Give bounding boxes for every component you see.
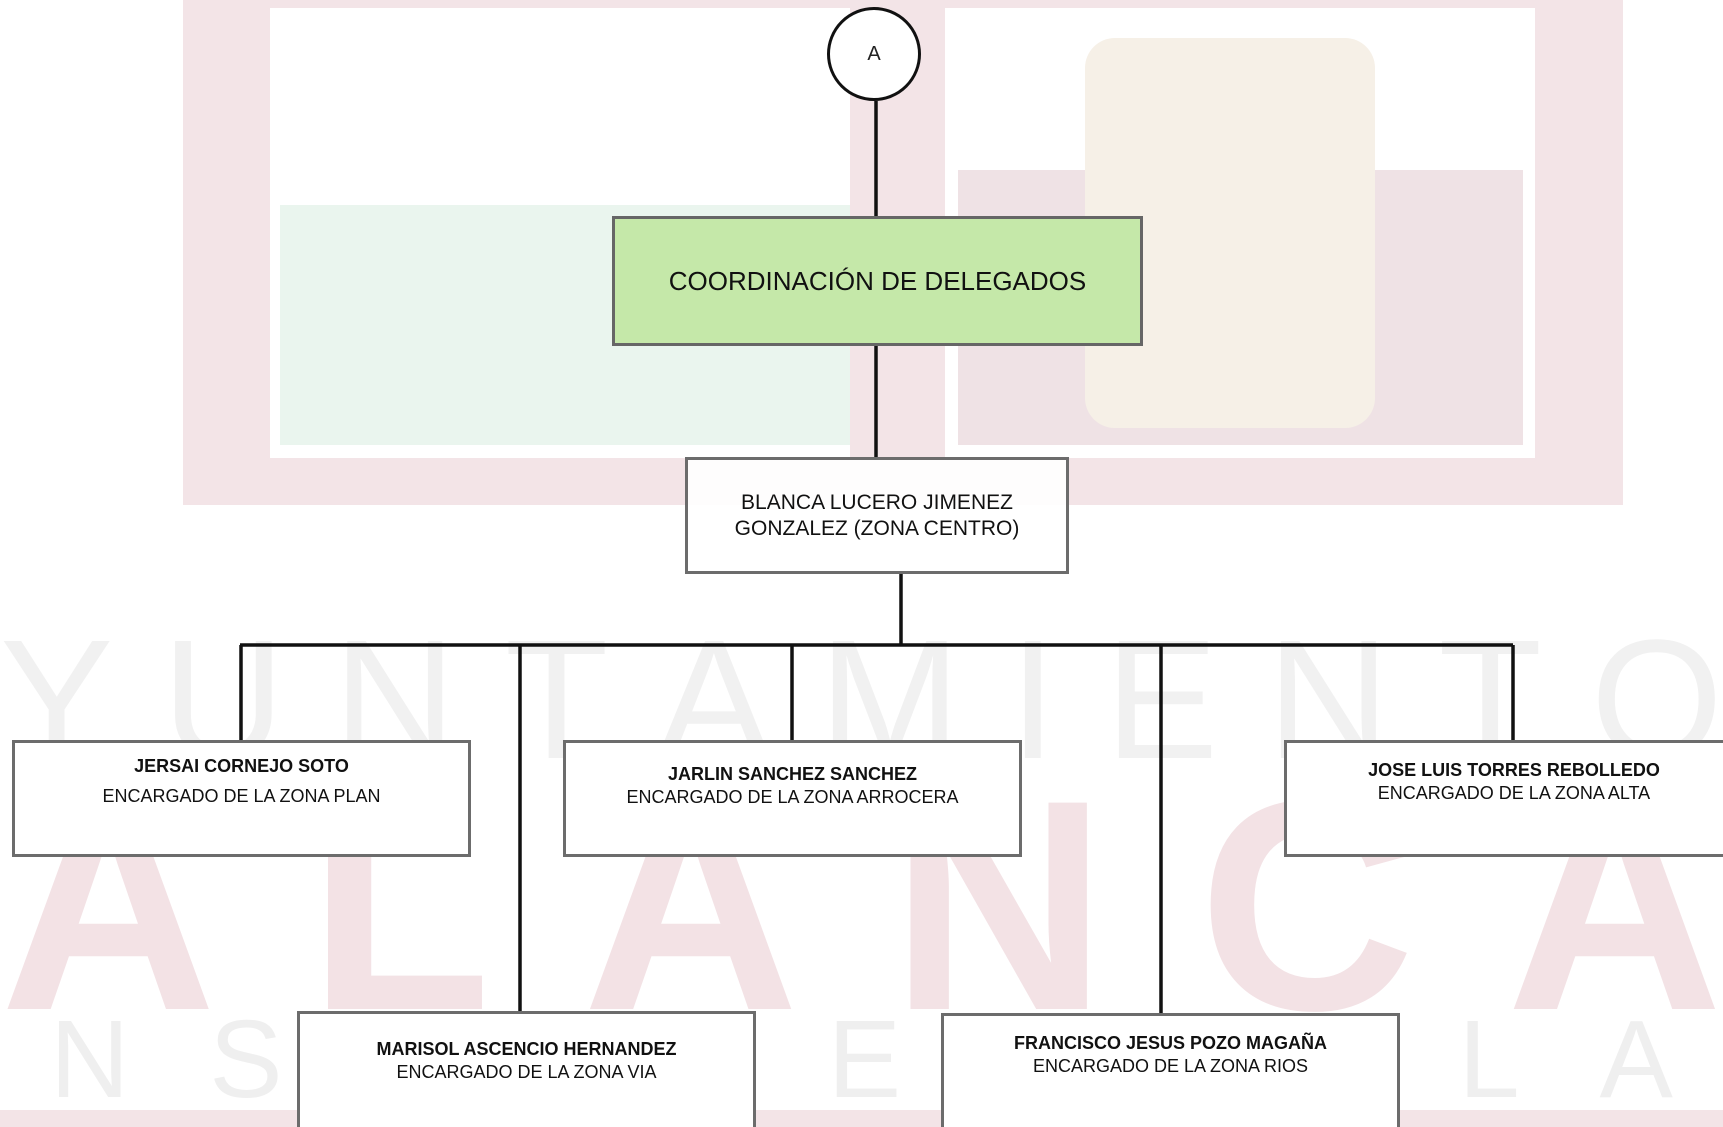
delegate-box-francisco: FRANCISCO JESUS POZO MAGAÑA ENCARGADO DE… (941, 1013, 1400, 1127)
delegate-box-jose: JOSE LUIS TORRES REBOLLEDO ENCARGADO DE … (1284, 740, 1723, 857)
head-name-line-1: BLANCA LUCERO JIMENEZ (741, 490, 1013, 514)
delegate-role: ENCARGADO DE LA ZONA ALTA (1377, 783, 1651, 803)
delegate-name: JOSE LUIS TORRES REBOLLEDO (1368, 760, 1660, 780)
delegate-name: JARLIN SANCHEZ SANCHEZ (667, 764, 917, 784)
department-title: COORDINACIÓN DE DELEGADOS (668, 265, 1087, 296)
connector-node-label: A (867, 42, 881, 65)
head-name-line-2: GONZALEZ (ZONA CENTRO) (734, 516, 1020, 540)
delegate-name: MARISOL ASCENCIO HERNANDEZ (376, 1039, 677, 1059)
delegate-role: ENCARGADO DE LA ZONA PLAN (102, 786, 381, 806)
delegate-name: JERSAI CORNEJO SOTO (134, 756, 349, 776)
delegate-box-jarlin: JARLIN SANCHEZ SANCHEZ ENCARGADO DE LA Z… (563, 740, 1022, 857)
head-box: BLANCA LUCERO JIMENEZ GONZALEZ (ZONA CEN… (685, 457, 1069, 574)
watermark-letter: A (1599, 998, 1673, 1121)
delegate-role: ENCARGADO DE LA ZONA RIOS (1032, 1056, 1309, 1076)
connector-node-a: A (827, 7, 921, 101)
delegate-box-marisol: MARISOL ASCENCIO HERNANDEZ ENCARGADO DE … (297, 1011, 756, 1127)
watermark-letter: E (827, 998, 902, 1121)
watermark-letter: L (1458, 998, 1520, 1121)
department-box: COORDINACIÓN DE DELEGADOS (612, 216, 1143, 346)
watermark-letter: S (209, 998, 283, 1121)
delegate-box-content: JOSE LUIS TORRES REBOLLEDO ENCARGADO DE … (1285, 759, 1723, 805)
delegate-name: FRANCISCO JESUS POZO MAGAÑA (1013, 1033, 1328, 1053)
watermark-letter: N (50, 998, 130, 1121)
delegate-role: ENCARGADO DE LA ZONA VIA (396, 1062, 657, 1082)
delegate-role: ENCARGADO DE LA ZONA ARROCERA (626, 787, 959, 807)
delegate-box-jersai: JERSAI CORNEJO SOTO ENCARGADO DE LA ZONA… (12, 740, 471, 857)
